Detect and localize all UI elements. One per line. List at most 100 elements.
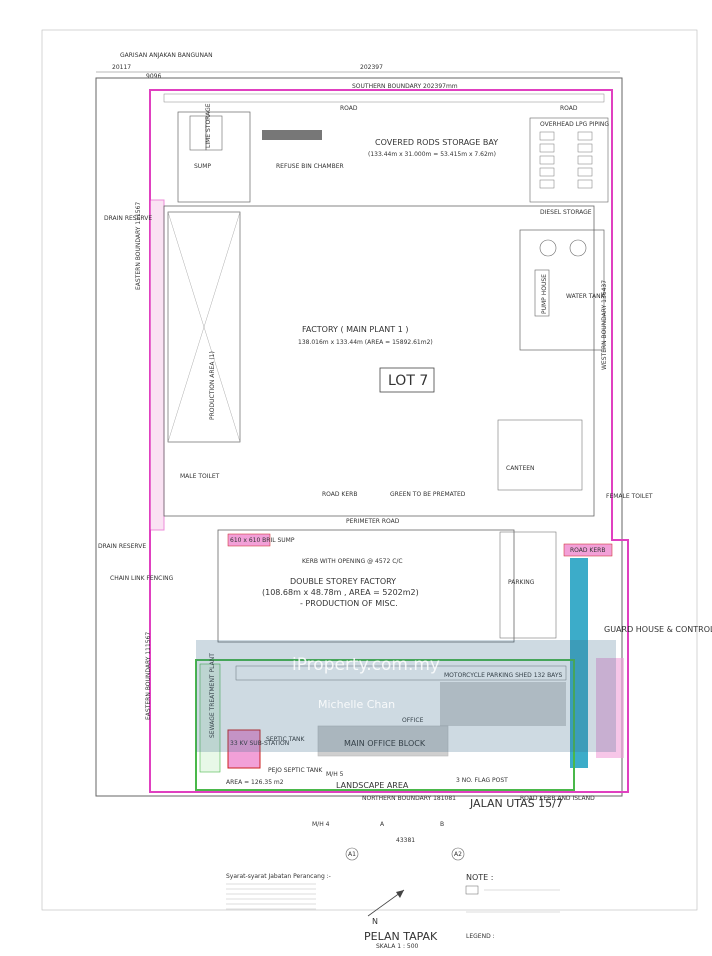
lime-storage-label: LIME STORAGE (205, 103, 212, 148)
lime-room (205, 115, 223, 151)
pump-house-label: PUMP HOUSE (541, 274, 548, 314)
refuse-bin-label: REFUSE BIN CHAMBER (276, 163, 344, 170)
watermark-brand: iProperty.com.my (292, 655, 440, 675)
lpg-rows (539, 131, 593, 189)
fence-label: CHAIN LINK FENCING (110, 575, 174, 582)
covered-rods-dim: (133.44m x 31.000m = 53.415m x 7.62m) (368, 151, 496, 158)
garisan-label-top: GARISAN ANJAKAN BANGUNAN (120, 52, 213, 59)
eastern-boundary-top: EASTERN BOUNDARY 111567 (135, 202, 142, 290)
plan-title: PELAN TAPAK (364, 930, 438, 943)
landscape-label: LANDSCAPE AREA (336, 781, 409, 790)
double-storey-factory (217, 529, 515, 643)
guard-house-label: GUARD HOUSE & CONTROL ROOM (604, 625, 712, 634)
pump-house-block (519, 229, 605, 351)
pump-room (189, 115, 207, 151)
green-premated-label: GREEN TO BE PREMATED (390, 491, 466, 498)
pump-lime-block (177, 111, 251, 203)
perimeter-road-label: PERIMETER ROAD (346, 518, 400, 525)
pink-guard-zone (596, 658, 624, 758)
southern-boundary: SOUTHERN BOUNDARY 202397mm (352, 83, 458, 90)
grid-a1-label: A1 (348, 851, 356, 858)
female-toilet-label: FEMALE TOILET (606, 493, 653, 500)
tank-symbol-b (569, 239, 587, 257)
covered-rods-label: COVERED RODS STORAGE BAY (375, 138, 498, 147)
mh5-label: M/H 5 (326, 771, 344, 778)
note-title: NOTE : (466, 873, 493, 882)
overhead-lpg-label: OVERHEAD LPG PIPING (540, 121, 609, 128)
point-b-label: B (440, 821, 444, 828)
notes-title: Syarat-syarat Jabatan Perancang :- (226, 873, 331, 880)
sewage-label: SEWAGE TREATMENT PLANT (209, 653, 216, 738)
drain-reserve-top: DRAIN RESERVE (104, 215, 152, 222)
pejo-septic-label: PEJO SEPTIC TANK (268, 767, 323, 774)
north-arrow-icon (367, 889, 405, 917)
grid-marker-a1 (345, 847, 359, 861)
substation-label: 33 KV SUB-STATION (230, 740, 289, 747)
parking-label: PARKING (508, 579, 535, 586)
pink-boundary (149, 89, 629, 793)
sump-small-label: 610 x 610 BRIL SUMP (230, 537, 295, 544)
road-top-right: ROAD (560, 105, 578, 112)
factory-dim: 138.016m x 133.44m (AREA = 15892.61m2) (298, 339, 433, 346)
canteen-block (497, 419, 583, 491)
production-area (167, 211, 241, 443)
septic-label: SEPTIC TANK (266, 736, 306, 743)
double-storey-label: DOUBLE STOREY FACTORY (290, 577, 396, 586)
road-kerb-right: ROAD KERB (570, 547, 605, 554)
lpg-table (529, 117, 609, 203)
jalan-label: JALAN UTAS 15/7 (469, 797, 563, 810)
drain-reserve-bottom: DRAIN RESERVE (98, 543, 146, 550)
lot-label: LOT 7 (388, 373, 428, 389)
tank-symbol-a (539, 239, 557, 257)
sewage-plant (199, 663, 221, 773)
kerb-opening-label: KERB WITH OPENING @ 4572 C/C (302, 558, 403, 565)
northern-boundary: NORTHERN BOUNDARY 181081 (362, 795, 456, 802)
eastern-boundary-bottom: EASTERN BOUNDARY 111567 (145, 632, 152, 720)
grid-marker-a2 (451, 847, 465, 861)
watermark-agent: Michelle Chan (318, 698, 395, 711)
parking-table (499, 531, 557, 639)
parking-strip-top (163, 93, 605, 103)
pump-house (534, 269, 550, 317)
production-misc: - PRODUCTION OF MISC. (300, 599, 398, 608)
motorcycle-parking (235, 665, 567, 726)
road-top: ROAD (340, 105, 358, 112)
western-boundary: WESTERN BOUNDARY 136437 (601, 280, 608, 370)
main-office-label: MAIN OFFICE BLOCK (344, 739, 426, 748)
legend-title: LEGEND : (466, 933, 495, 940)
pink-sump-box (227, 533, 271, 547)
factory-label: FACTORY ( MAIN PLANT 1 ) (302, 325, 408, 334)
male-toilet-label: MALE TOILET (180, 473, 220, 480)
north-label: N (372, 917, 378, 926)
road-kerb-pink (563, 543, 613, 557)
substation (227, 729, 261, 769)
production-area-label: PRODUCTION AREA (1) (209, 351, 216, 420)
watermark-band (196, 640, 616, 752)
sump-label: SUMP (194, 163, 211, 170)
water-tank-label: WATER TANK (566, 293, 606, 300)
area-label: AREA = 126.35 m2 (226, 779, 284, 786)
main-office-block (317, 725, 449, 757)
bottom-dimension: 43381 (396, 837, 415, 844)
grid-a2-label: A2 (454, 851, 462, 858)
canteen-label: CANTEEN (506, 465, 535, 472)
note-rows (465, 885, 560, 913)
office-label: OFFICE (402, 717, 424, 724)
plan-scale: SKALA 1 : 500 (376, 943, 419, 950)
green-zone (195, 659, 575, 791)
double-storey-dim: (108.68m x 48.78m , AREA = 5202m2) (262, 588, 419, 597)
sheet-border (41, 29, 698, 911)
notes-lines (226, 883, 316, 910)
motorcycle-label: MOTORCYCLE PARKING SHED 132 BAYS (444, 672, 562, 679)
road-kerb-island-label: ROAD KERB AND ISLAND (520, 795, 595, 802)
pink-drain-strip (149, 199, 165, 531)
left-dimension-a: 20117 (112, 64, 131, 71)
point-a-label: A (380, 821, 385, 828)
mh4-label: M/H 4 (312, 821, 330, 828)
top-dimension: 202397 (360, 64, 383, 71)
diesel-storage-label: DIESEL STORAGE (540, 209, 592, 216)
refuse-bin (262, 130, 322, 140)
road-kerb-label: ROAD KERB (322, 491, 357, 498)
